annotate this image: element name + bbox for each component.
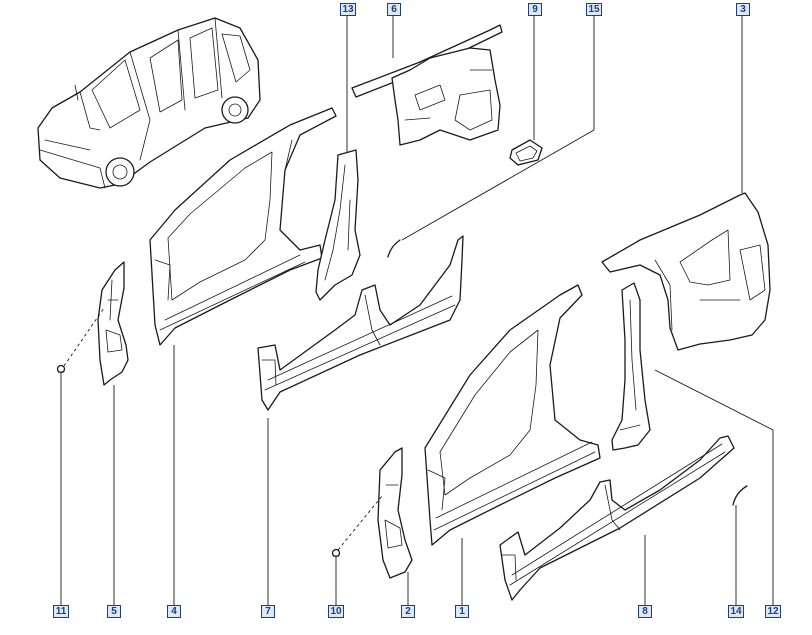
label-14: 14 [728,605,744,618]
car-overview-illustration [37,17,261,189]
label-13: 13 [340,3,356,16]
label-8: 8 [638,605,652,618]
part-4-body-side-left [149,107,337,346]
label-2: 2 [401,605,415,618]
label-11: 11 [53,605,69,618]
label-10: 10 [328,605,344,618]
label-5: 5 [107,605,121,618]
label-12: 12 [765,605,781,618]
part-15-clip [387,239,401,258]
label-9: 9 [528,3,542,16]
label-1: 1 [455,605,469,618]
part-10-clip [331,495,383,558]
leader-lines [60,16,774,605]
part-13-b-pillar-reinforcement [315,149,361,301]
part-3-rear-quarter-outer [601,192,771,351]
part-8-sill-right [499,435,735,601]
label-15: 15 [586,3,602,16]
part-7-sill-left [257,235,464,411]
part-1-body-side-right [424,284,601,546]
label-6: 6 [387,3,401,16]
label-3: 3 [736,3,750,16]
part-12-b-pillar-reinforcement-right [611,282,651,451]
part-9-fuel-flap [509,139,543,166]
part-6-rear-quarter-inner [351,24,503,146]
part-11-clip [56,307,105,374]
label-7: 7 [261,605,275,618]
part-14-clip [732,485,748,506]
label-4: 4 [167,605,181,618]
part-2-a-pillar-lower-right [377,447,413,579]
part-5-a-pillar-lower-left [97,261,129,386]
